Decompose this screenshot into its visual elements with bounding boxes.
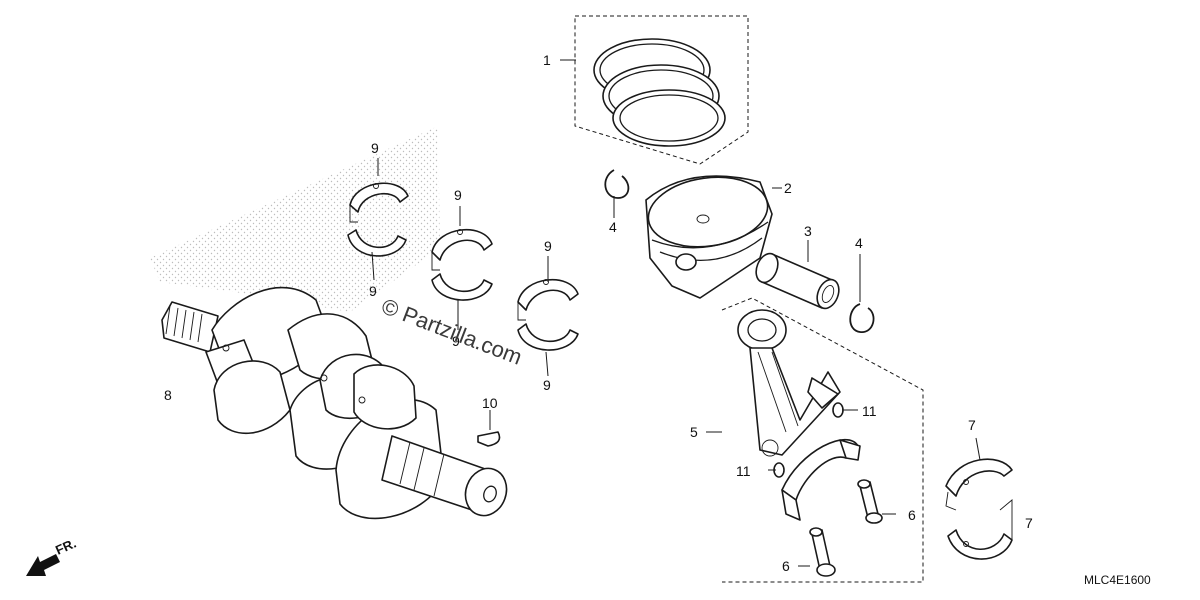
callout-9-b: 9 [369, 283, 377, 299]
main-bearing-pair-1[interactable] [347, 182, 409, 257]
callout-3: 3 [804, 223, 812, 239]
connecting-rod-cap[interactable] [781, 438, 861, 521]
pin-clip-left[interactable] [604, 169, 630, 199]
callout-11-lower: 11 [736, 463, 751, 479]
callout-7-upper: 7 [968, 417, 976, 433]
callout-9-a: 9 [371, 140, 379, 156]
piston-pin[interactable] [752, 250, 843, 311]
callout-2: 2 [784, 180, 792, 196]
piston-ring-set[interactable] [593, 38, 726, 147]
callout-4-left: 4 [609, 219, 617, 235]
callout-7-lower: 7 [1025, 515, 1033, 531]
callout-10: 10 [482, 395, 498, 411]
front-direction-arrow-icon [26, 554, 60, 576]
rod-bolt-right[interactable] [857, 479, 883, 524]
rod-bolt-left[interactable] [809, 527, 836, 577]
rod-bearing-upper[interactable] [945, 458, 1013, 511]
crankshaft[interactable] [161, 286, 513, 522]
callout-6-right: 6 [908, 507, 916, 523]
connecting-rod[interactable] [737, 309, 841, 457]
rod-bearing-lower[interactable] [947, 499, 1013, 560]
callout-11-upper: 11 [862, 403, 877, 419]
callout-8: 8 [164, 387, 172, 403]
callout-9-f: 9 [543, 377, 551, 393]
callout-1: 1 [543, 52, 551, 68]
stipple-zone [150, 126, 440, 312]
woodruff-key[interactable] [477, 431, 501, 447]
piston[interactable] [644, 170, 773, 299]
main-bearing-pair-2[interactable] [431, 229, 493, 301]
callout-6-left: 6 [782, 558, 790, 574]
callout-9-c: 9 [454, 187, 462, 203]
callout-9-d: 9 [452, 333, 460, 349]
watermark: © Partzilla.com [378, 293, 525, 369]
pin-clip-right[interactable] [849, 303, 875, 333]
callout-4-right: 4 [855, 235, 863, 251]
dowel-pin-upper[interactable] [832, 402, 844, 418]
diagram-code: MLC4E1600 [1084, 573, 1151, 587]
leader-lines [371, 59, 981, 567]
main-bearing-pair-3[interactable] [517, 279, 579, 351]
callout-5: 5 [690, 424, 698, 440]
callout-9-e: 9 [544, 238, 552, 254]
connecting-rod-group-box [721, 297, 924, 583]
piston-ring-group-box [574, 15, 749, 165]
front-direction-label: FR. [53, 536, 78, 558]
